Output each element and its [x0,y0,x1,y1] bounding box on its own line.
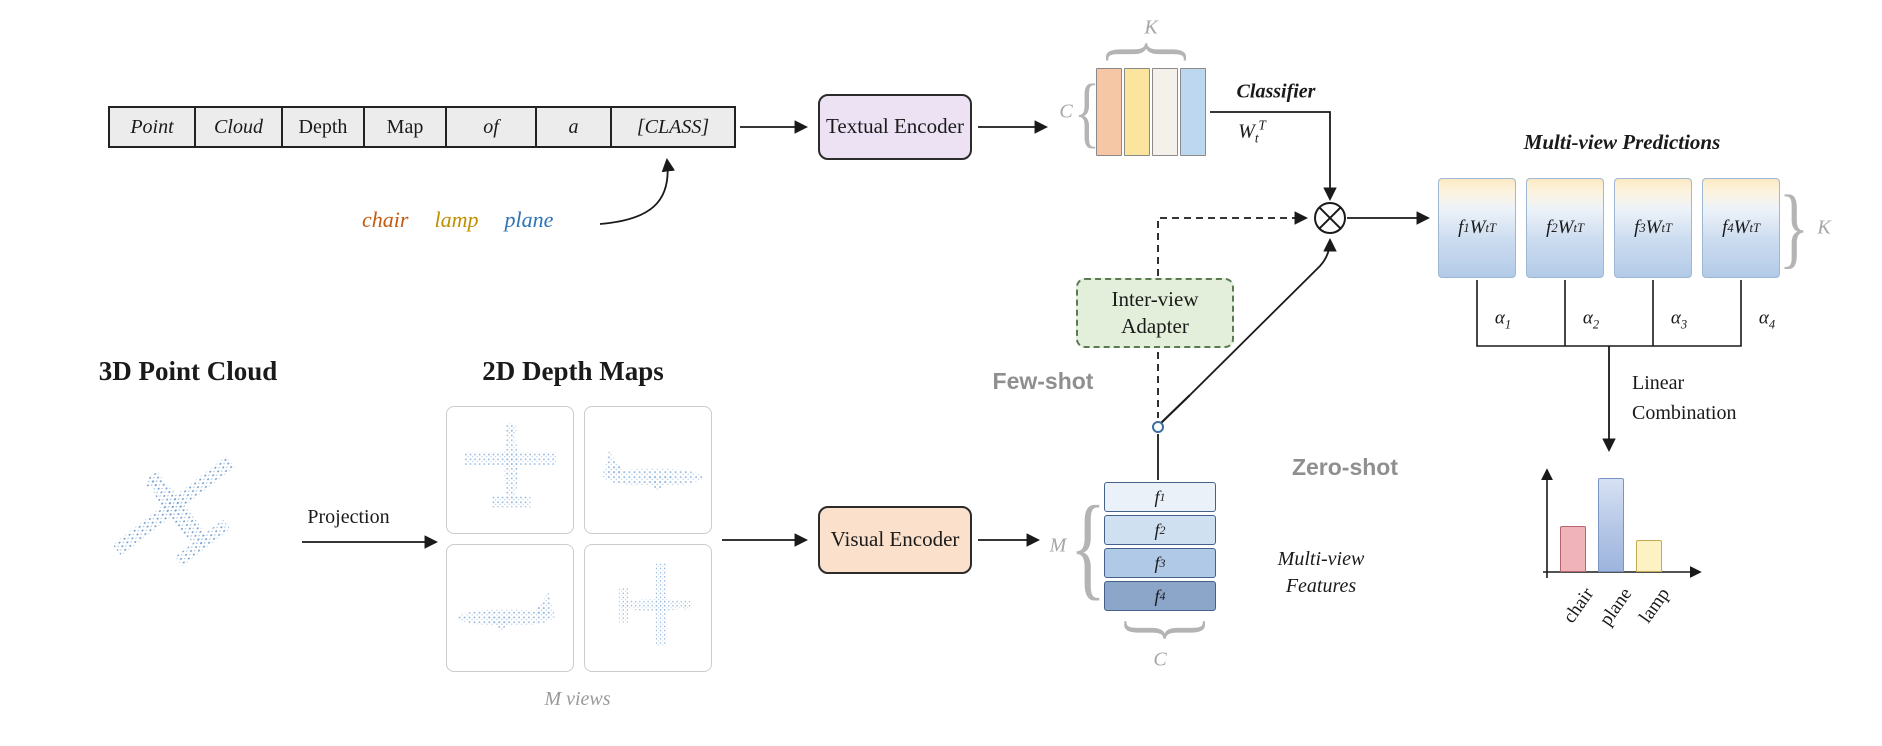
m-views-caption: M views [544,688,611,710]
classifier-dim-k: K [1144,16,1158,39]
depth-map-view-1 [446,406,574,534]
features-dim-m: M [1049,534,1067,557]
few-shot-label: Few-shot [992,368,1094,394]
chart-label-chair: chair [1559,584,1599,628]
chart-label-plane: plane [1595,584,1637,630]
prompt-cell: a [535,108,610,146]
plane-rotated-view-icon [618,563,693,647]
switch-pivot-icon [1152,421,1164,433]
switch-blade [1160,394,1191,424]
alpha-1-label: α1 [1494,307,1512,332]
depth-map-view-4 [584,544,712,672]
plane-side-view-icon [602,450,703,493]
classifier-dim-c: C [1059,100,1073,123]
visual-encoder-box: Visual Encoder [818,506,972,574]
multi-view-features-title: Multi-view Features [1277,548,1365,597]
chart-bar-lamp [1636,540,1662,572]
dashed-arrow-adapter-to-otimes [1157,211,1309,276]
brace-over-classifier-icon: { [1098,38,1205,66]
depth-maps-title: 2D Depth Maps [482,356,664,386]
brace-left-of-features-icon: { [1069,483,1107,611]
predictions-dim-k: K [1817,216,1831,239]
classifier-weights-label: WtT [1238,117,1266,146]
linear-combination-label: Linear Combination [1632,372,1737,424]
chart-bar-chair [1560,526,1586,572]
class-word-chair: chair [362,207,409,232]
weight-column [1180,68,1206,156]
prompt-template-table: Point Cloud Depth Map of a [CLASS] [108,106,736,148]
depth-map-view-2 [584,406,712,534]
weight-column [1152,68,1178,156]
prompt-cell-class-token: [CLASS] [610,108,734,146]
prompt-cell: of [445,108,535,146]
prompt-cell: Map [363,108,445,146]
brace-under-features-icon: { [1106,615,1214,645]
point-cloud-title: 3D Point Cloud [98,356,278,386]
brace-left-of-classifier-icon: { [1073,68,1101,155]
zero-shot-label: Zero-shot [1291,454,1399,480]
weight-column [1124,68,1150,156]
alpha-2-label: α2 [1582,307,1600,332]
depth-map-view-3 [446,544,574,672]
plane-top-view-icon [465,422,557,508]
multi-view-predictions-title: Multi-view Predictions [1523,130,1721,154]
prompt-cell: Cloud [194,108,281,146]
chart-bar-plane [1598,478,1624,572]
classifier-weight-columns [1096,68,1206,156]
inter-view-adapter-box: Inter-view Adapter [1076,278,1234,348]
chart-label-lamp: lamp [1635,584,1675,628]
alpha-3-label: α3 [1670,307,1688,332]
class-word-list: chair lamp plane [362,207,553,233]
point-cloud-plane-icon [93,431,263,592]
arrow-class-words-to-prompt [599,157,676,225]
brace-right-of-predictions-icon: } [1778,178,1810,277]
otimes-operator-icon [1314,202,1346,234]
class-word-lamp: lamp [434,207,479,232]
features-dim-c: C [1153,648,1167,671]
textual-encoder-box: Textual Encoder [818,94,972,160]
prompt-cell: Depth [281,108,363,146]
depth-maps-grid [446,406,712,672]
alpha-4-label: α4 [1758,307,1776,332]
plane-side-view-mirrored-icon [458,592,556,633]
classifier-label: Classifier [1236,80,1316,103]
weight-column [1096,68,1122,156]
class-word-plane: plane [504,207,554,232]
prompt-cell: Point [130,115,174,138]
predictions-alpha-bracket [1476,280,1742,347]
arrow-classifier-to-otimes [1210,111,1337,202]
projection-label: Projection [307,506,390,528]
